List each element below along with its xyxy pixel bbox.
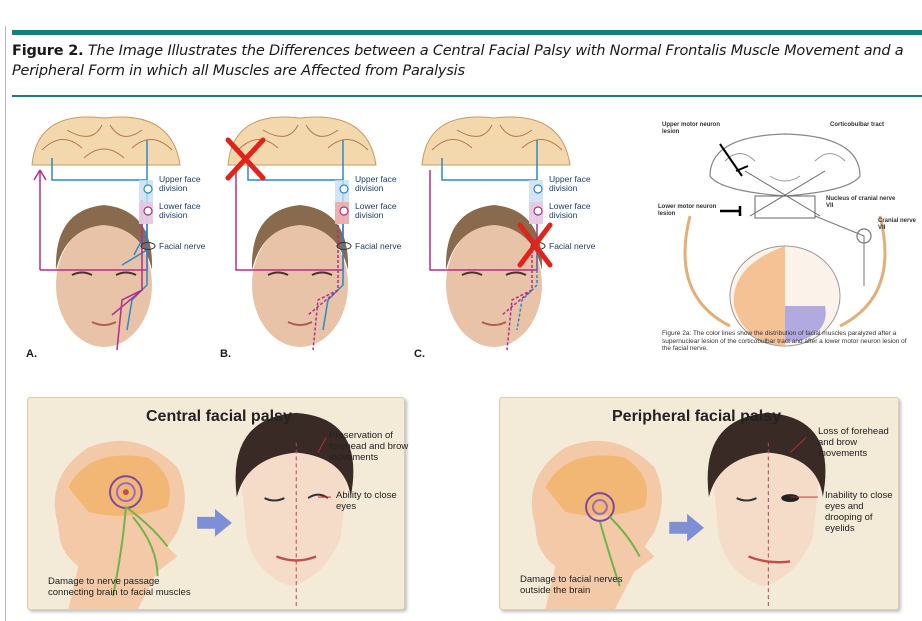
peripheral-note-eyes: Inability to close eyes and drooping of … [825, 490, 897, 534]
panel-c: C. Upper face division Lower face divisi… [412, 110, 612, 360]
central-palsy-panel: Central facial palsy Preservation of for… [27, 397, 405, 610]
central-note-eyes: Ability to close eyes [336, 490, 406, 512]
panel-c-lower-label: Lower face division [549, 202, 595, 220]
page-frame [5, 26, 6, 621]
panel-a-nerve-label: Facial nerve [159, 242, 219, 251]
panel-c-upper-label: Upper face division [549, 175, 595, 193]
fig2a-cbt-label: Corticobulbar tract [830, 122, 900, 129]
panel-c-letter: C. [414, 348, 425, 360]
panel-a-lower-label: Lower face division [159, 202, 205, 220]
figure-caption-text: The Image Illustrates the Differences be… [12, 43, 903, 79]
central-palsy-title: Central facial palsy [146, 408, 292, 426]
figure-label: Figure 2. [12, 43, 83, 59]
fig2a-lmn-label: Lower motor neuron lesion [658, 204, 718, 217]
panel-a: A. Upper face division Lower face divisi… [22, 110, 222, 360]
fig2a-nucleus-label: Nucleus of cranial nerve VII [826, 196, 900, 209]
panel-a-letter: A. [26, 348, 37, 360]
panel-c-illustration [412, 110, 612, 360]
central-damage-note: Damage to nerve passage connecting brain… [48, 576, 198, 598]
panel-b-illustration [218, 110, 418, 360]
panel-c-nerve-label: Facial nerve [549, 242, 609, 251]
panel-b: B. Upper face division Lower face divisi… [218, 110, 418, 360]
panel-b-lower-label: Lower face division [355, 202, 401, 220]
figure-2a-illustration [650, 116, 920, 362]
fig2a-caption: Figure 2a: The color lines show the dist… [662, 330, 917, 353]
panel-b-upper-label: Upper face division [355, 175, 401, 193]
peripheral-damage-note: Damage to facial nerves outside the brai… [520, 574, 650, 596]
fig2a-cn-label: Cranial nerve VII [878, 218, 918, 231]
central-note-forehead: Preservation of forehead and brow moveme… [329, 430, 409, 463]
peripheral-palsy-panel: Peripheral facial palsy Loss of forehead… [499, 397, 899, 610]
fig2a-umn-label: Upper motor neuron lesion [662, 122, 732, 135]
panel-a-illustration [22, 110, 222, 360]
figure-top-rule [12, 30, 922, 35]
caption-rule [12, 95, 922, 97]
peripheral-palsy-title: Peripheral facial palsy [612, 408, 781, 426]
panel-b-letter: B. [220, 348, 231, 360]
panel-a-upper-label: Upper face division [159, 175, 205, 193]
panel-b-nerve-label: Facial nerve [355, 242, 415, 251]
peripheral-note-forehead: Loss of forehead and brow movements [818, 426, 898, 459]
figure-2a: Upper motor neuron lesion Corticobulbar … [650, 116, 920, 362]
figure-caption: Figure 2. The Image Illustrates the Diff… [12, 41, 918, 81]
